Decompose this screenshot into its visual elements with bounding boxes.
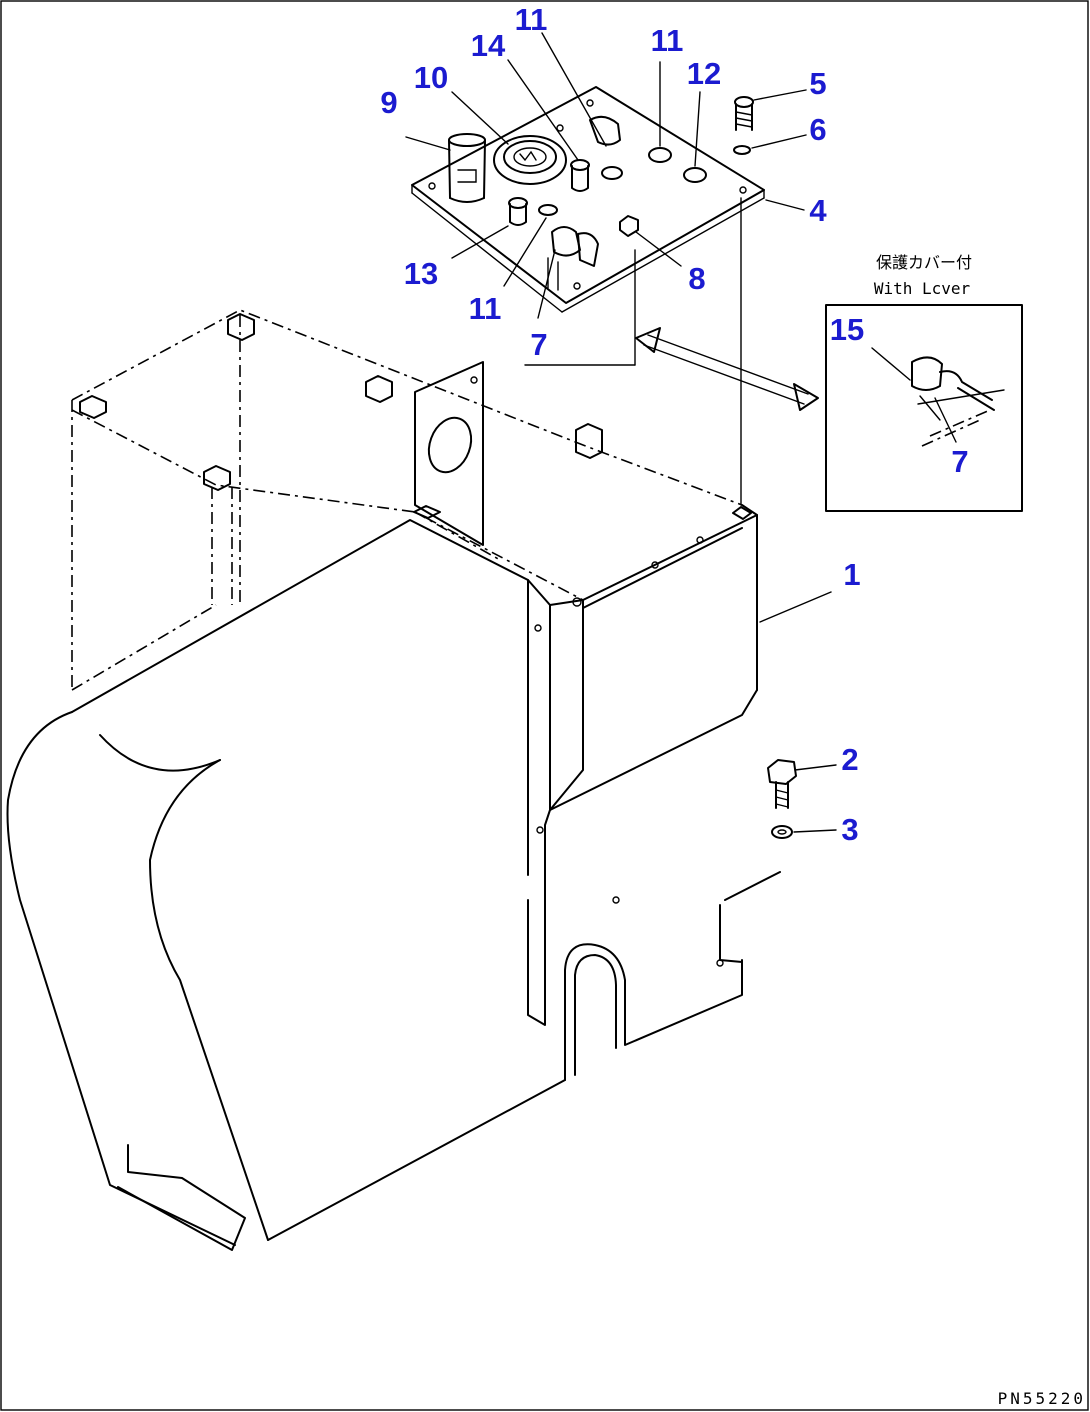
callout-1: 1: [843, 557, 860, 592]
callout-10: 10: [414, 60, 448, 95]
callout-7-detail: 7: [951, 444, 968, 479]
callout-15: 15: [830, 312, 864, 347]
callout-4: 4: [809, 193, 827, 228]
callout-5: 5: [809, 66, 826, 101]
cover-panel: [411, 86, 765, 313]
callout-9: 9: [380, 85, 397, 120]
drawing-number: PN55220: [998, 1389, 1086, 1408]
bolt-washer-top: [733, 96, 754, 155]
phantom-frame: [71, 309, 743, 691]
fuel-cup: [448, 133, 486, 203]
filler-cap: [493, 135, 567, 185]
panel-fittings: [508, 115, 707, 291]
callout-14: 14: [471, 28, 506, 63]
detail-arrow: [635, 327, 819, 411]
callout-2: 2: [841, 742, 858, 777]
mounting-plate: [414, 361, 484, 546]
callout-7: 7: [530, 327, 547, 362]
callout-13: 13: [404, 256, 438, 291]
callouts: 1 2 3 4 5 6 7 7 8 9 10 11 11 11 12 13 14…: [380, 2, 968, 847]
callout-11-bottom: 11: [469, 291, 502, 326]
callout-6: 6: [809, 112, 826, 147]
detail-title-en: With Lcver: [874, 279, 971, 298]
callout-8: 8: [688, 261, 705, 296]
leader-lines: [405, 32, 957, 833]
callout-3: 3: [841, 812, 858, 847]
callout-12: 12: [687, 56, 721, 91]
bolt-washer-bottom: [767, 759, 797, 839]
callout-11-top: 11: [515, 2, 548, 37]
detail-title-jp: 保護カバー付: [876, 253, 972, 272]
callout-11-right: 11: [651, 23, 684, 58]
fuel-tank: [6, 504, 781, 1251]
